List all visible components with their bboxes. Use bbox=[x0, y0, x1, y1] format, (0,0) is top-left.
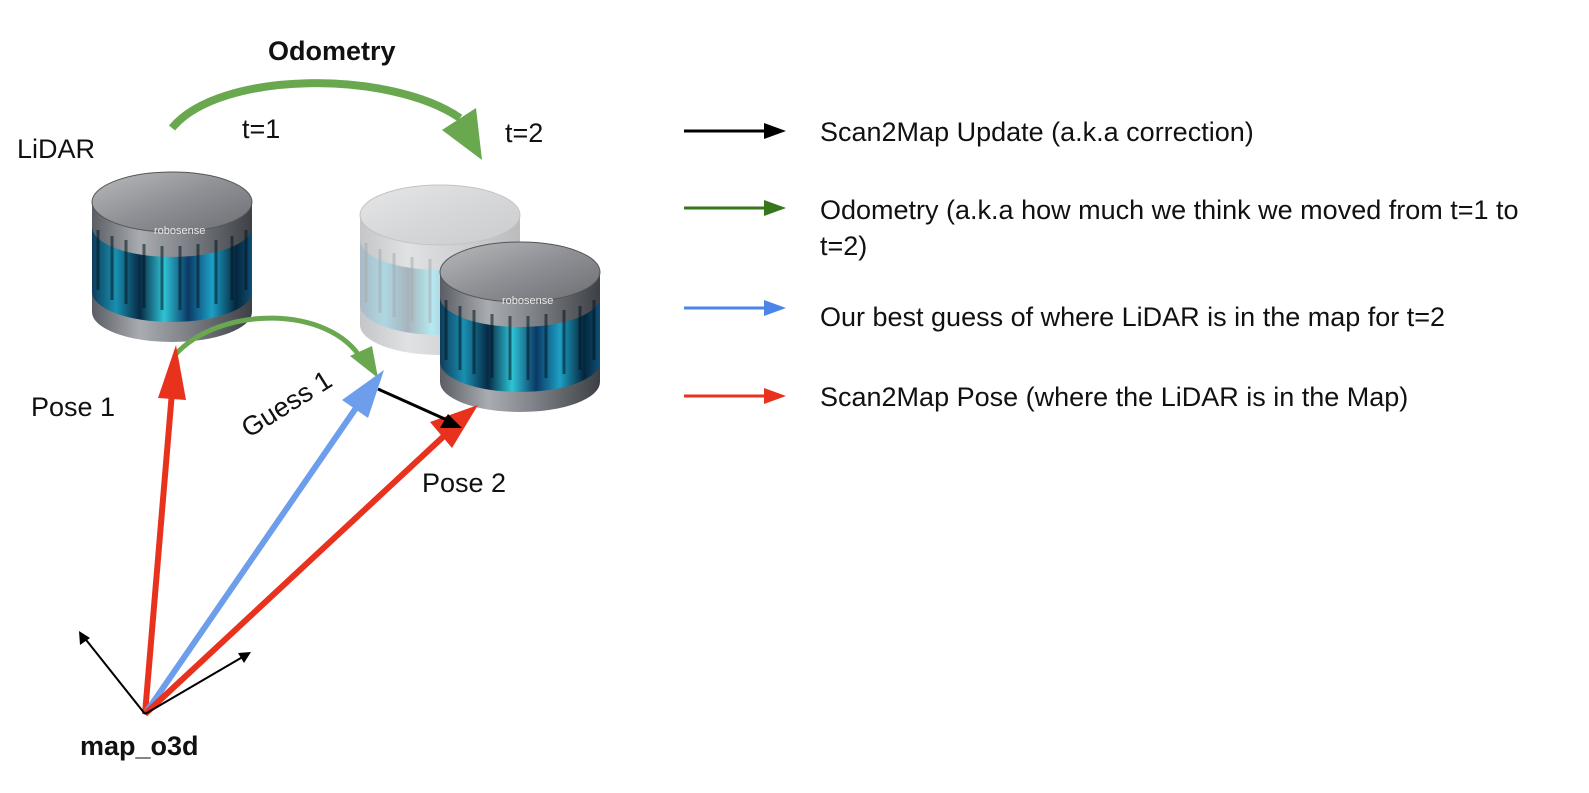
lidar-t2-image: robosense bbox=[438, 240, 602, 414]
odometry-arc-top-arrowhead bbox=[442, 108, 482, 160]
legend-arrow-guess bbox=[684, 300, 786, 316]
guess1-arrowhead bbox=[342, 370, 384, 418]
lidar-t1-image: robosense bbox=[90, 170, 254, 344]
pose1-arrow bbox=[142, 391, 175, 715]
sensor-brand-t1: robosense bbox=[154, 225, 205, 237]
legend-arrow-correction bbox=[684, 123, 786, 139]
label-t1: t=1 bbox=[242, 114, 281, 144]
odometry-title: Odometry bbox=[268, 36, 396, 66]
legend-arrow-pose bbox=[684, 388, 786, 404]
guess1-arrow bbox=[142, 406, 359, 716]
sensor-brand-t2: robosense bbox=[502, 295, 553, 307]
map-axis-y bbox=[82, 635, 146, 715]
map-axis-y-arrowhead bbox=[79, 631, 90, 645]
legend-text-guess: Our best guess of where LiDAR is in the … bbox=[820, 302, 1446, 332]
map-axis-x bbox=[144, 654, 247, 715]
pose1-arrowhead bbox=[158, 345, 186, 400]
correction-arrow bbox=[377, 387, 457, 426]
label-map-frame: map_o3d bbox=[80, 731, 199, 761]
legend-text-correction: Scan2Map Update (a.k.a correction) bbox=[820, 117, 1254, 147]
label-lidar: LiDAR bbox=[17, 134, 96, 164]
odometry-arc-bottom-arrowhead bbox=[350, 346, 378, 378]
pose2-arrow bbox=[142, 433, 447, 717]
legend-text-odometry: Odometry (a.k.a how much we think we mov… bbox=[820, 195, 1519, 261]
label-pose1: Pose 1 bbox=[31, 392, 116, 422]
correction-arrowhead bbox=[440, 414, 462, 428]
legend-arrow-odometry bbox=[684, 200, 786, 216]
label-pose2: Pose 2 bbox=[422, 468, 507, 498]
odometry-arc-bottom bbox=[173, 315, 365, 362]
odometry-arc-top bbox=[168, 79, 463, 131]
map-axis-x-arrowhead bbox=[238, 652, 251, 663]
legend-text-pose: Scan2Map Pose (where the LiDAR is in the… bbox=[820, 382, 1409, 412]
label-t2: t=2 bbox=[505, 118, 544, 148]
